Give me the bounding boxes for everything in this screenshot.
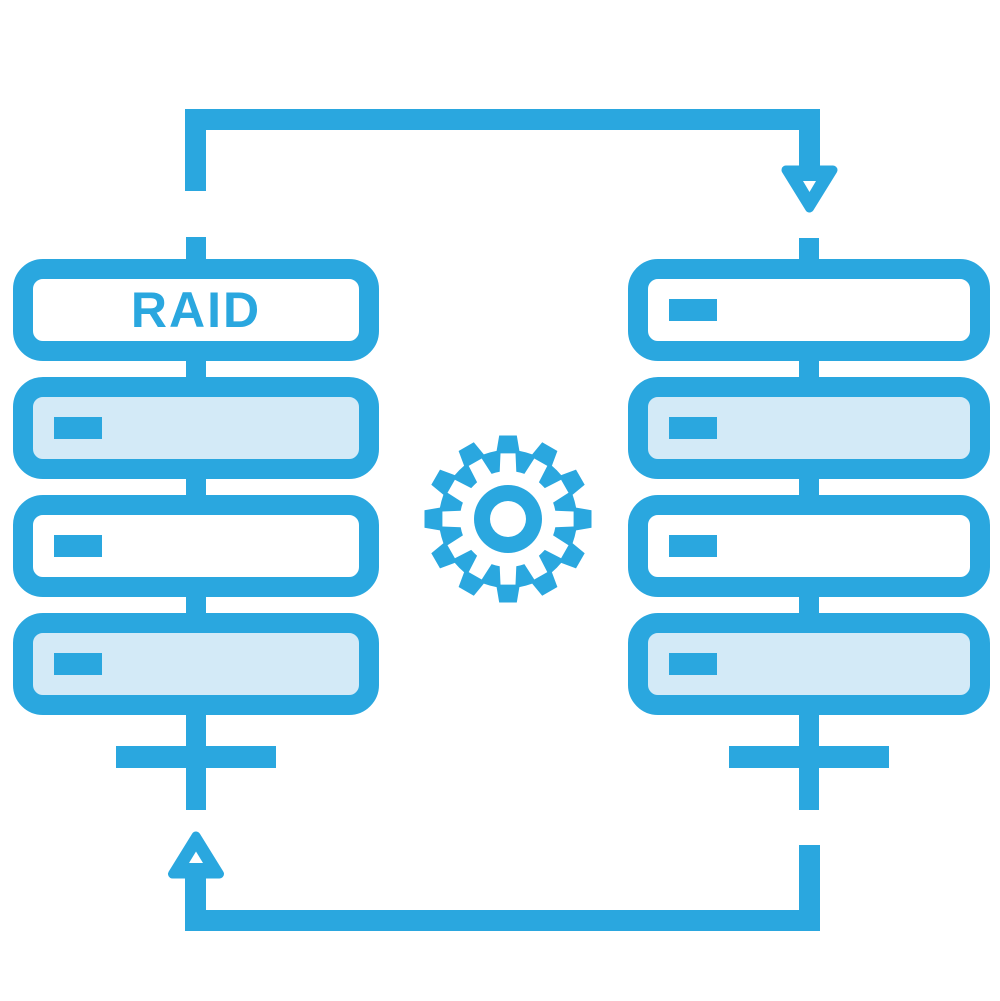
status-dash [669,299,717,321]
bottom-path-right-vertical-line [799,845,820,931]
disk-unit [628,495,990,597]
status-dash [669,417,717,439]
status-dash [54,417,102,439]
raid-label: RAID [130,282,262,338]
right-stack-base-crossbar [729,746,889,768]
bottom-path-horizontal-line [185,910,820,931]
status-dash [54,653,102,675]
disk-unit [628,613,990,715]
top-path-horizontal-line [185,109,820,130]
gear-icon [424,435,592,603]
arrow-down-icon [781,165,838,213]
disk-unit [628,377,990,479]
status-dash [54,535,102,557]
bottom-path-arrow-shaft [185,871,206,931]
status-dash [669,653,717,675]
left-stack-base-crossbar [116,746,276,768]
disk-unit [628,259,990,361]
status-dash [669,535,717,557]
top-path-left-vertical-line [185,109,206,191]
top-path-right-vertical-line [799,109,820,172]
arrow-up-icon [168,831,224,879]
disk-unit [13,495,379,597]
raid-label-unit: RAID [13,259,379,361]
disk-unit [13,377,379,479]
disk-unit [13,613,379,715]
